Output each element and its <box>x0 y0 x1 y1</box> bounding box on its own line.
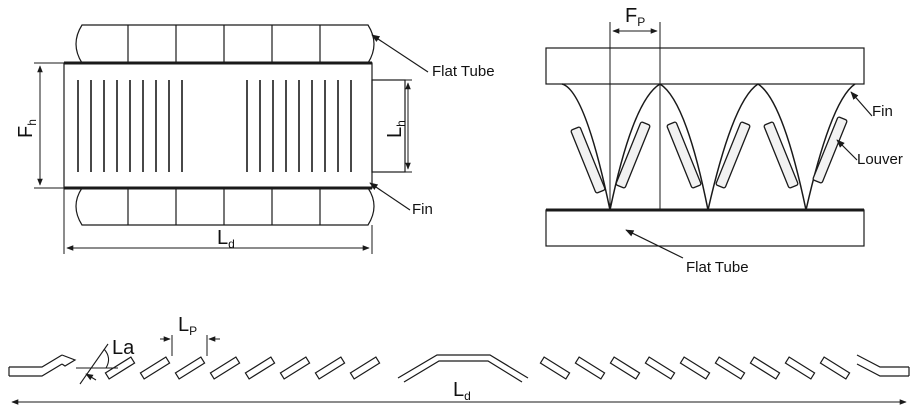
side-top-flat-tube <box>545 47 865 85</box>
left-louvers <box>104 356 381 380</box>
front-top-flat-tube <box>75 24 375 64</box>
side-louver-label: Louver <box>857 151 903 168</box>
lp-dimension <box>160 335 220 356</box>
fp-label: FP <box>625 5 645 29</box>
front-tube-leader <box>371 34 429 73</box>
side-louvers <box>570 116 848 194</box>
lp-label: LP <box>178 314 197 338</box>
right-louvers <box>539 356 851 380</box>
la-label: La <box>112 337 135 359</box>
side-fin-zigzag <box>561 83 856 211</box>
front-bottom-flat-tube <box>75 187 375 226</box>
front-ld-label: Ld <box>217 227 235 251</box>
fh-label: Fh <box>15 119 39 138</box>
front-fin-leader <box>369 182 411 211</box>
center-hump <box>397 354 529 383</box>
front-view: Fh Lh Ld Flat Tube Fin <box>15 24 495 254</box>
louver-angle-marker <box>76 343 118 385</box>
side-fin-label: Fin <box>872 103 893 120</box>
side-louver-leader <box>836 139 858 161</box>
lh-label: Lh <box>384 120 408 138</box>
front-fin-label: Fin <box>412 201 433 218</box>
lh-dimension <box>405 79 412 173</box>
side-bottom-flat-tube <box>545 209 865 247</box>
left-flange <box>9 354 63 368</box>
front-tube-label: Flat Tube <box>432 63 495 80</box>
front-louver-box <box>371 79 406 173</box>
bottom-ld-label: Ld <box>453 379 471 403</box>
fp-dimension <box>609 22 661 210</box>
side-view: FP Fin Louver Flat Tube <box>545 5 903 276</box>
front-louver-slits <box>77 80 352 172</box>
front-ld-dimension <box>63 188 373 254</box>
right-flange <box>856 354 909 368</box>
side-tube-label: Flat Tube <box>686 259 749 276</box>
side-fin-leader <box>850 91 873 117</box>
louver-section: La LP Ld <box>8 314 910 405</box>
fh-dimension <box>34 62 64 189</box>
side-tube-leader <box>625 229 684 259</box>
